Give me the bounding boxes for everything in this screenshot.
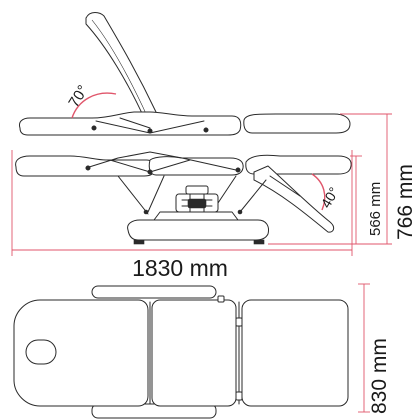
column-flange [153, 211, 239, 221]
length-label: 1830 mm [132, 255, 228, 281]
backrest-angle-arc [71, 92, 117, 119]
armrest-top [91, 285, 217, 299]
reclined-side-view: 70° [19, 12, 351, 136]
raised-backrest [85, 12, 158, 128]
actuator-left [117, 175, 149, 215]
leg-angle-arc [311, 173, 326, 211]
width-label: 830 mm [368, 338, 391, 414]
reclined-leg-section [243, 113, 351, 134]
strut-left [95, 120, 151, 134]
reclined-seat [19, 111, 242, 136]
joint-4 [143, 209, 149, 215]
column-cap [185, 185, 209, 195]
actuator-leg-rest [269, 175, 301, 197]
tilted-leg-rest [253, 165, 335, 233]
base-plate [127, 219, 269, 241]
hinge-clip-2 [235, 317, 243, 327]
face-hole [25, 339, 57, 365]
dimension-lines [11, 113, 392, 413]
frame-link-a [109, 159, 151, 173]
backrest-angle-label: 70° [65, 82, 91, 110]
actuator-right-2 [239, 179, 267, 213]
joint-1 [85, 165, 91, 171]
joint-3 [235, 167, 241, 173]
flat-head-section [15, 155, 156, 177]
backrest-inner-edge [91, 19, 149, 119]
strut-diag [119, 117, 151, 129]
actuator-left-2 [147, 175, 165, 213]
hinge-clip-3 [235, 391, 243, 401]
flat-side-view: 40° [15, 151, 352, 245]
strut-right [149, 120, 205, 134]
top-view [13, 285, 349, 419]
frame-upper [85, 151, 237, 171]
pivot-1 [91, 125, 97, 131]
column-motor [187, 198, 207, 209]
foot-left [133, 239, 145, 245]
top-seat-section [151, 299, 237, 407]
frame-link-b [149, 159, 191, 173]
min-height-label: 566 mm [367, 182, 384, 236]
pivot-3 [203, 127, 209, 133]
hinge-clip-1 [217, 295, 225, 303]
top-leg-section [241, 299, 349, 407]
foot-right [253, 239, 265, 245]
flat-seat-section [148, 156, 244, 176]
max-height-label: 766 mm [394, 164, 413, 240]
pivot-2 [147, 128, 153, 134]
joint-5 [237, 209, 243, 215]
joint-2 [147, 169, 153, 175]
top-head-section [13, 299, 149, 407]
leg-angle-label: 40° [318, 184, 342, 210]
